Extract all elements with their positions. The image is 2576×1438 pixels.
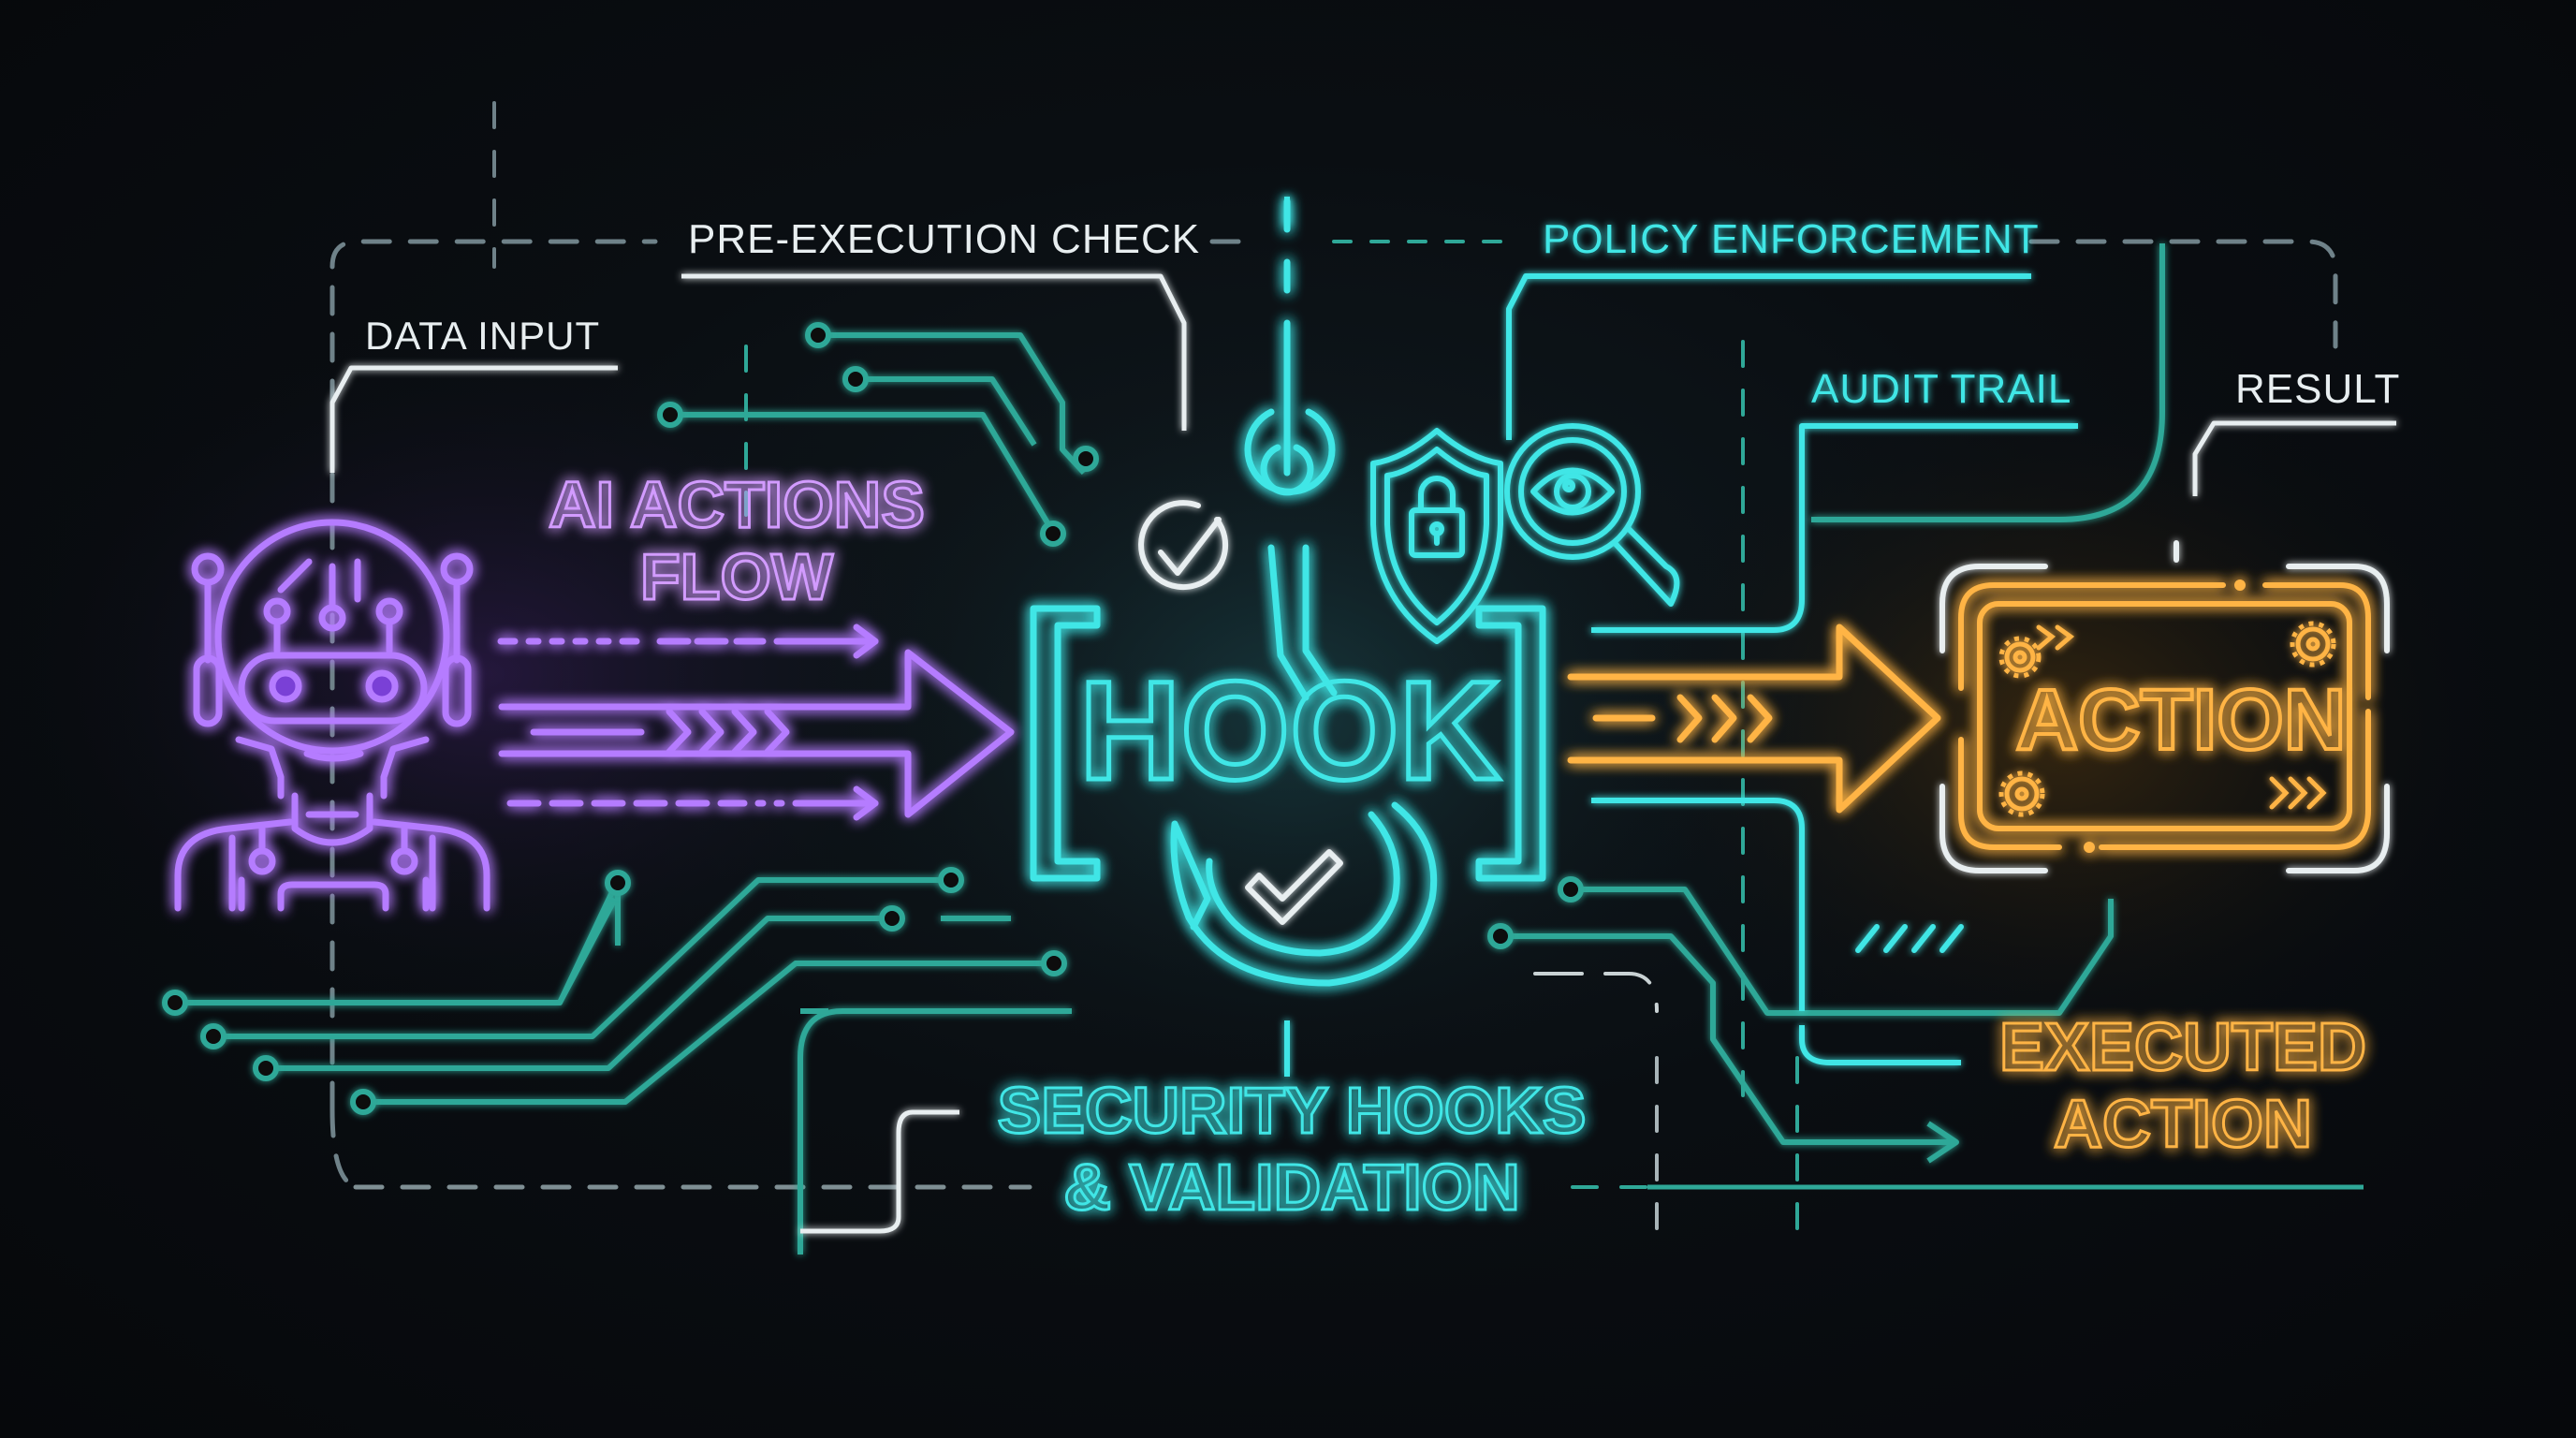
fishing-hook-icon — [1170, 198, 1438, 987]
gear-teeth — [1998, 621, 2336, 817]
orange-halo — [1610, 374, 2509, 1086]
orange-flow-arrow — [1567, 624, 1941, 814]
source-title-line2: FLOW — [640, 540, 833, 613]
executed-line2: ACTION — [2054, 1087, 2312, 1162]
action-box — [1958, 580, 2371, 853]
purple-flow-arrow — [497, 624, 1015, 821]
circuit-nodes-top — [657, 322, 1099, 547]
gear-icon — [2004, 626, 2331, 812]
source-title-line1: AI ACTIONS — [549, 468, 925, 541]
action-box-frame — [1939, 540, 2390, 873]
checkmark-icon — [1245, 849, 1343, 925]
purple-halo — [0, 318, 973, 1030]
circuit-nodes-right — [1487, 876, 1584, 949]
dashed-frame — [329, 239, 2338, 1190]
label-data-input: DATA INPUT — [365, 314, 600, 358]
circuit-nodes-left — [162, 867, 1067, 1115]
shield-lock-icon — [1370, 428, 1503, 644]
label-policy-enforcement: POLICY ENFORCEMENT — [1543, 216, 2040, 262]
cyan-halo — [805, 318, 1778, 1105]
circuit-traces-top — [679, 332, 1087, 526]
label-pre-execution-check: PRE-EXECUTION CHECK — [688, 216, 1200, 262]
caption-line1: SECURITY HOOKS — [998, 1074, 1587, 1147]
label-result: RESULT — [2235, 366, 2400, 412]
ai-actions-flow-title: AI ACTIONS FLOW — [548, 467, 927, 615]
robot-icon — [174, 519, 490, 912]
label-audit-trail: AUDIT TRAIL — [1811, 366, 2071, 412]
hook-brackets — [1030, 605, 1546, 882]
executed-line1: EXECUTED — [1999, 1010, 2366, 1085]
caption-line2: & VALIDATION — [1063, 1151, 1519, 1224]
check-circle-icon — [1138, 500, 1229, 591]
white-connectors — [329, 273, 2396, 1234]
circuit-traces-right — [1512, 243, 2165, 1164]
magnifier-eye-icon — [1504, 423, 1680, 607]
action-label: ACTION — [2016, 672, 2347, 768]
step-labels: DATA INPUT PRE-EXECUTION CHECK POLICY EN… — [365, 216, 2400, 412]
hook-label: HOOK — [1079, 652, 1500, 809]
circuit-traces-left — [184, 877, 1072, 1255]
chevron-right-icon — [2036, 624, 2327, 810]
security-hooks-caption: SECURITY HOOKS & VALIDATION — [996, 1073, 1588, 1225]
executed-action-label: EXECUTED ACTION — [1998, 1009, 2367, 1164]
dashed-guides — [492, 101, 1799, 1247]
slash-marks — [1855, 924, 1964, 953]
